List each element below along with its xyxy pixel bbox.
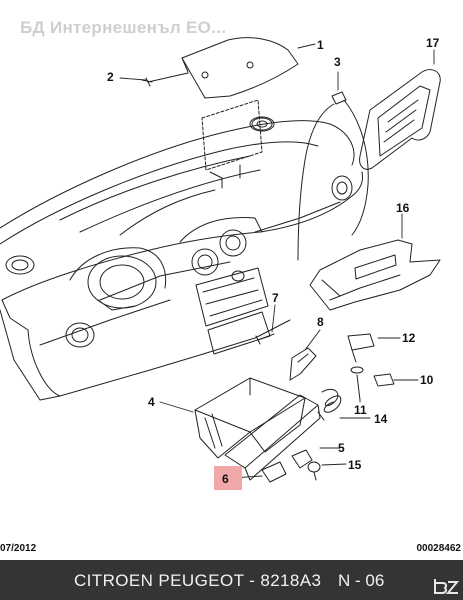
part-side-vent-17 (359, 69, 441, 170)
instrument-cluster (65, 247, 167, 348)
callout-7: 7 (272, 291, 279, 305)
part-latch-12 (347, 333, 375, 363)
part-spring-14 (317, 388, 342, 421)
callout-4: 4 (148, 395, 155, 409)
callout-2: 2 (107, 70, 114, 84)
part-washer-11 (350, 366, 364, 401)
dashboard-outline (0, 120, 363, 401)
callout-3: 3 (334, 55, 341, 69)
exploded-parts-diagram: 1 2 3 17 16 7 8 12 10 11 14 4 5 15 6 (0, 36, 441, 490)
date-label: 07/2012 (0, 543, 37, 554)
part-clip-3 (297, 91, 369, 261)
callout-16: 16 (396, 201, 410, 215)
callout-1: 1 (317, 38, 324, 52)
center-vents (179, 175, 353, 276)
callout-6: 6 (222, 472, 229, 486)
leader-lines (119, 43, 435, 479)
part-handle-6 (261, 461, 287, 483)
callout-10: 10 (420, 373, 434, 387)
part-lower-trim-16 (309, 239, 441, 311)
part-bumper-15 (307, 461, 321, 481)
callout-8: 8 (317, 315, 324, 329)
diagram-code: 00028462 (416, 543, 462, 554)
footer-page-number: N - 06 (338, 571, 385, 590)
callout-12: 12 (402, 331, 416, 345)
watermark-text: БД Интернешенъл ЕО... (20, 18, 227, 37)
callout-17: 17 (426, 36, 440, 50)
glovebox-compartment (194, 377, 306, 459)
footer-bar: CITROEN PEUGEOT - 8218A3 N - 06 (0, 560, 463, 600)
callout-15: 15 (348, 458, 362, 472)
speaker-grilles (5, 116, 275, 275)
highlight-box (214, 466, 242, 490)
footer-title: CITROEN PEUGEOT - 8218A3 (74, 571, 322, 590)
callout-labels: 1 2 3 17 16 7 8 12 10 11 14 4 5 15 6 (107, 36, 440, 486)
part-hinge-8 (289, 347, 317, 381)
part-screw-7 (255, 333, 275, 345)
part-latch-5 (291, 449, 313, 469)
part-top-cover (181, 37, 299, 189)
callout-14: 14 (374, 412, 388, 426)
callout-11: 11 (354, 403, 367, 417)
callout-5: 5 (338, 441, 345, 455)
part-bolt-2 (141, 72, 189, 87)
part-10 (373, 373, 395, 387)
glovebox-lid (224, 394, 321, 481)
site-logo-icon (434, 579, 460, 594)
